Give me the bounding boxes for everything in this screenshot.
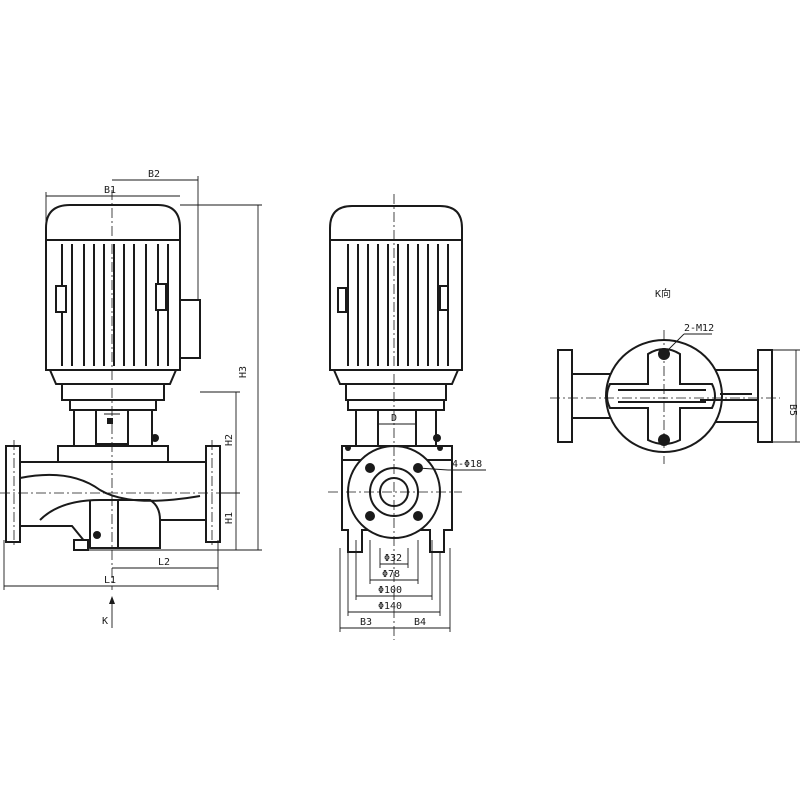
label-b4: B4 — [414, 617, 426, 628]
label-h1: H1 — [224, 512, 235, 524]
label-b3: B3 — [360, 617, 372, 628]
label-k: K — [102, 616, 108, 627]
label-b5: B5 — [787, 404, 798, 416]
label-dia100: Φ100 — [378, 585, 402, 596]
side-view — [328, 194, 486, 640]
label-l2: L2 — [158, 557, 170, 568]
label-d: D — [391, 413, 397, 424]
label-dia140: Φ140 — [378, 601, 402, 612]
side-motor-fins — [337, 244, 449, 366]
label-h2: H2 — [224, 434, 235, 446]
front-view — [0, 176, 262, 628]
k-view — [550, 330, 800, 464]
label-dia78: Φ78 — [382, 569, 400, 580]
label-dia32: Φ32 — [384, 553, 402, 564]
label-b1: B1 — [104, 185, 116, 196]
label-b2: B2 — [148, 169, 160, 180]
label-bolt-holes: 4-Φ18 — [452, 459, 482, 470]
label-k-view: K向 — [655, 287, 671, 300]
motor-fins — [55, 244, 169, 366]
label-l1: L1 — [104, 575, 116, 586]
label-m12: 2-M12 — [684, 323, 714, 334]
label-h3: H3 — [238, 366, 249, 378]
